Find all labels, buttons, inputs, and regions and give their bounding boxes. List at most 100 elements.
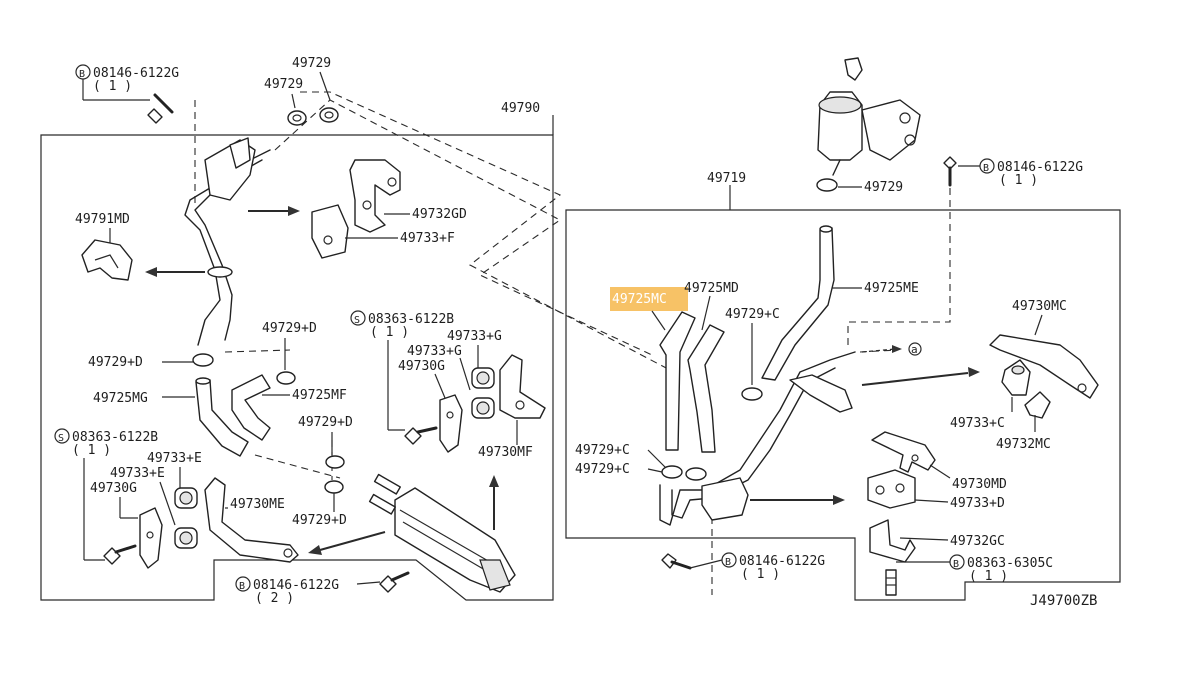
bolt-part-icon (147, 93, 174, 124)
cooler-pipe-assembly-right (659, 351, 856, 526)
arrow-icon (145, 267, 205, 277)
insulator-c-icon (1001, 359, 1031, 396)
part-qty: ( 1 ) (72, 443, 111, 458)
bracket-g-icon (439, 394, 463, 453)
leader (434, 373, 446, 399)
hose-mf-icon (231, 374, 271, 441)
bolt-part-icon (885, 569, 897, 596)
bolt-icon: B (979, 158, 995, 174)
part-label: 49733+G (407, 344, 462, 359)
arrow-icon (861, 367, 980, 386)
insulator-f-icon (311, 204, 349, 259)
leader (1034, 314, 1043, 336)
hose-clamp-icon (816, 178, 838, 192)
part-label: 49729+D (298, 415, 353, 430)
leader (647, 468, 663, 473)
clip-md-icon (81, 239, 133, 281)
bolt-icon: B (721, 552, 737, 568)
leader (899, 537, 949, 541)
part-qty: ( 1 ) (999, 173, 1038, 188)
part-label: 49733+D (950, 496, 1005, 511)
part-label: 49729+D (292, 513, 347, 528)
part-label: 49730G (398, 359, 445, 374)
assembly-boundary-left (40, 134, 554, 601)
screw-icon: S (54, 428, 70, 444)
part-label: 49725MF (292, 388, 347, 403)
hose-clamp-icon (685, 467, 707, 481)
hose-clamp-icon (276, 371, 296, 385)
assembly-label-right: 49719 (707, 171, 746, 186)
hose-mg-icon (195, 377, 249, 457)
diagram-code: J49700ZB (1030, 593, 1097, 609)
part-label: 49791MD (75, 212, 130, 227)
leader (914, 499, 949, 503)
reservoir-tank-icon (817, 57, 921, 176)
leader (459, 357, 471, 391)
bolt-part-icon (103, 544, 137, 565)
svg-text:S: S (354, 315, 360, 326)
part-label: 08146-6122G (253, 578, 339, 593)
part-label: 49730MC (1012, 299, 1067, 314)
leader (701, 295, 711, 331)
bracket-gd-icon (349, 159, 401, 233)
bolt-part-icon (661, 553, 692, 570)
routing-line (859, 349, 899, 353)
part-label: 49725ME (864, 281, 919, 296)
assembly-boundary-right (565, 209, 1121, 601)
bracket-md-icon (871, 431, 936, 473)
part-label: 08146-6122G (93, 66, 179, 81)
part-label: 49729+C (575, 443, 630, 458)
leader (291, 93, 296, 109)
part-label: 08363-6122B (368, 312, 454, 327)
part-label: 49733+C (950, 416, 1005, 431)
leader (689, 559, 723, 569)
part-label: 49732GD (412, 207, 467, 222)
insulator-e-icon (174, 487, 198, 509)
part-label: 08363-6122B (72, 430, 158, 445)
oil-cooler-icon (368, 473, 516, 593)
insulator-d-icon (867, 469, 916, 509)
hose-clamp-icon (325, 455, 345, 469)
svg-text:S: S (58, 433, 64, 444)
part-label: 49730ME (230, 497, 285, 512)
cooler-pipe-assembly (184, 137, 271, 346)
part-label: 49732GC (950, 534, 1005, 549)
part-qty: ( 2 ) (255, 591, 294, 606)
part-label: 49725MG (93, 391, 148, 406)
bracket-gc-icon (869, 519, 916, 563)
part-label: 49729+C (725, 307, 780, 322)
part-label: 49733+E (110, 466, 165, 481)
bracket-mf-icon (499, 354, 546, 419)
bolt-part-icon (379, 571, 410, 593)
leader (159, 481, 176, 526)
svg-text:B: B (725, 557, 731, 568)
part-label: 49729 (264, 77, 303, 92)
hose-clamp-icon (192, 353, 214, 367)
hose-clamp-icon (324, 480, 344, 494)
svg-text:B: B (983, 163, 989, 174)
part-qty: ( 1 ) (741, 567, 780, 582)
part-label: 49729+D (262, 321, 317, 336)
part-label: 08363-6305C (967, 556, 1053, 571)
routing-line (847, 178, 951, 345)
part-label: 49733+F (400, 231, 455, 246)
reference-label: a (911, 343, 918, 356)
bracket-mc-icon (989, 334, 1099, 399)
bracket-g-icon (139, 507, 163, 569)
hose-md-icon (687, 324, 725, 453)
hose-me-icon (761, 225, 835, 381)
part-label: 08146-6122G (997, 160, 1083, 175)
part-label: 49733+E (147, 451, 202, 466)
part-label: 49729 (292, 56, 331, 71)
part-label: 08146-6122G (739, 554, 825, 569)
bracket-mc2-icon (1024, 391, 1051, 419)
arrow-icon (489, 475, 499, 530)
bolt-part-icon (943, 156, 957, 187)
arrow-icon (248, 206, 300, 216)
insulator-g-icon (471, 367, 495, 389)
part-qty: ( 1 ) (969, 569, 1008, 584)
leader (651, 310, 666, 331)
part-label: 49729 (864, 180, 903, 195)
part-label: 49729+C (575, 462, 630, 477)
